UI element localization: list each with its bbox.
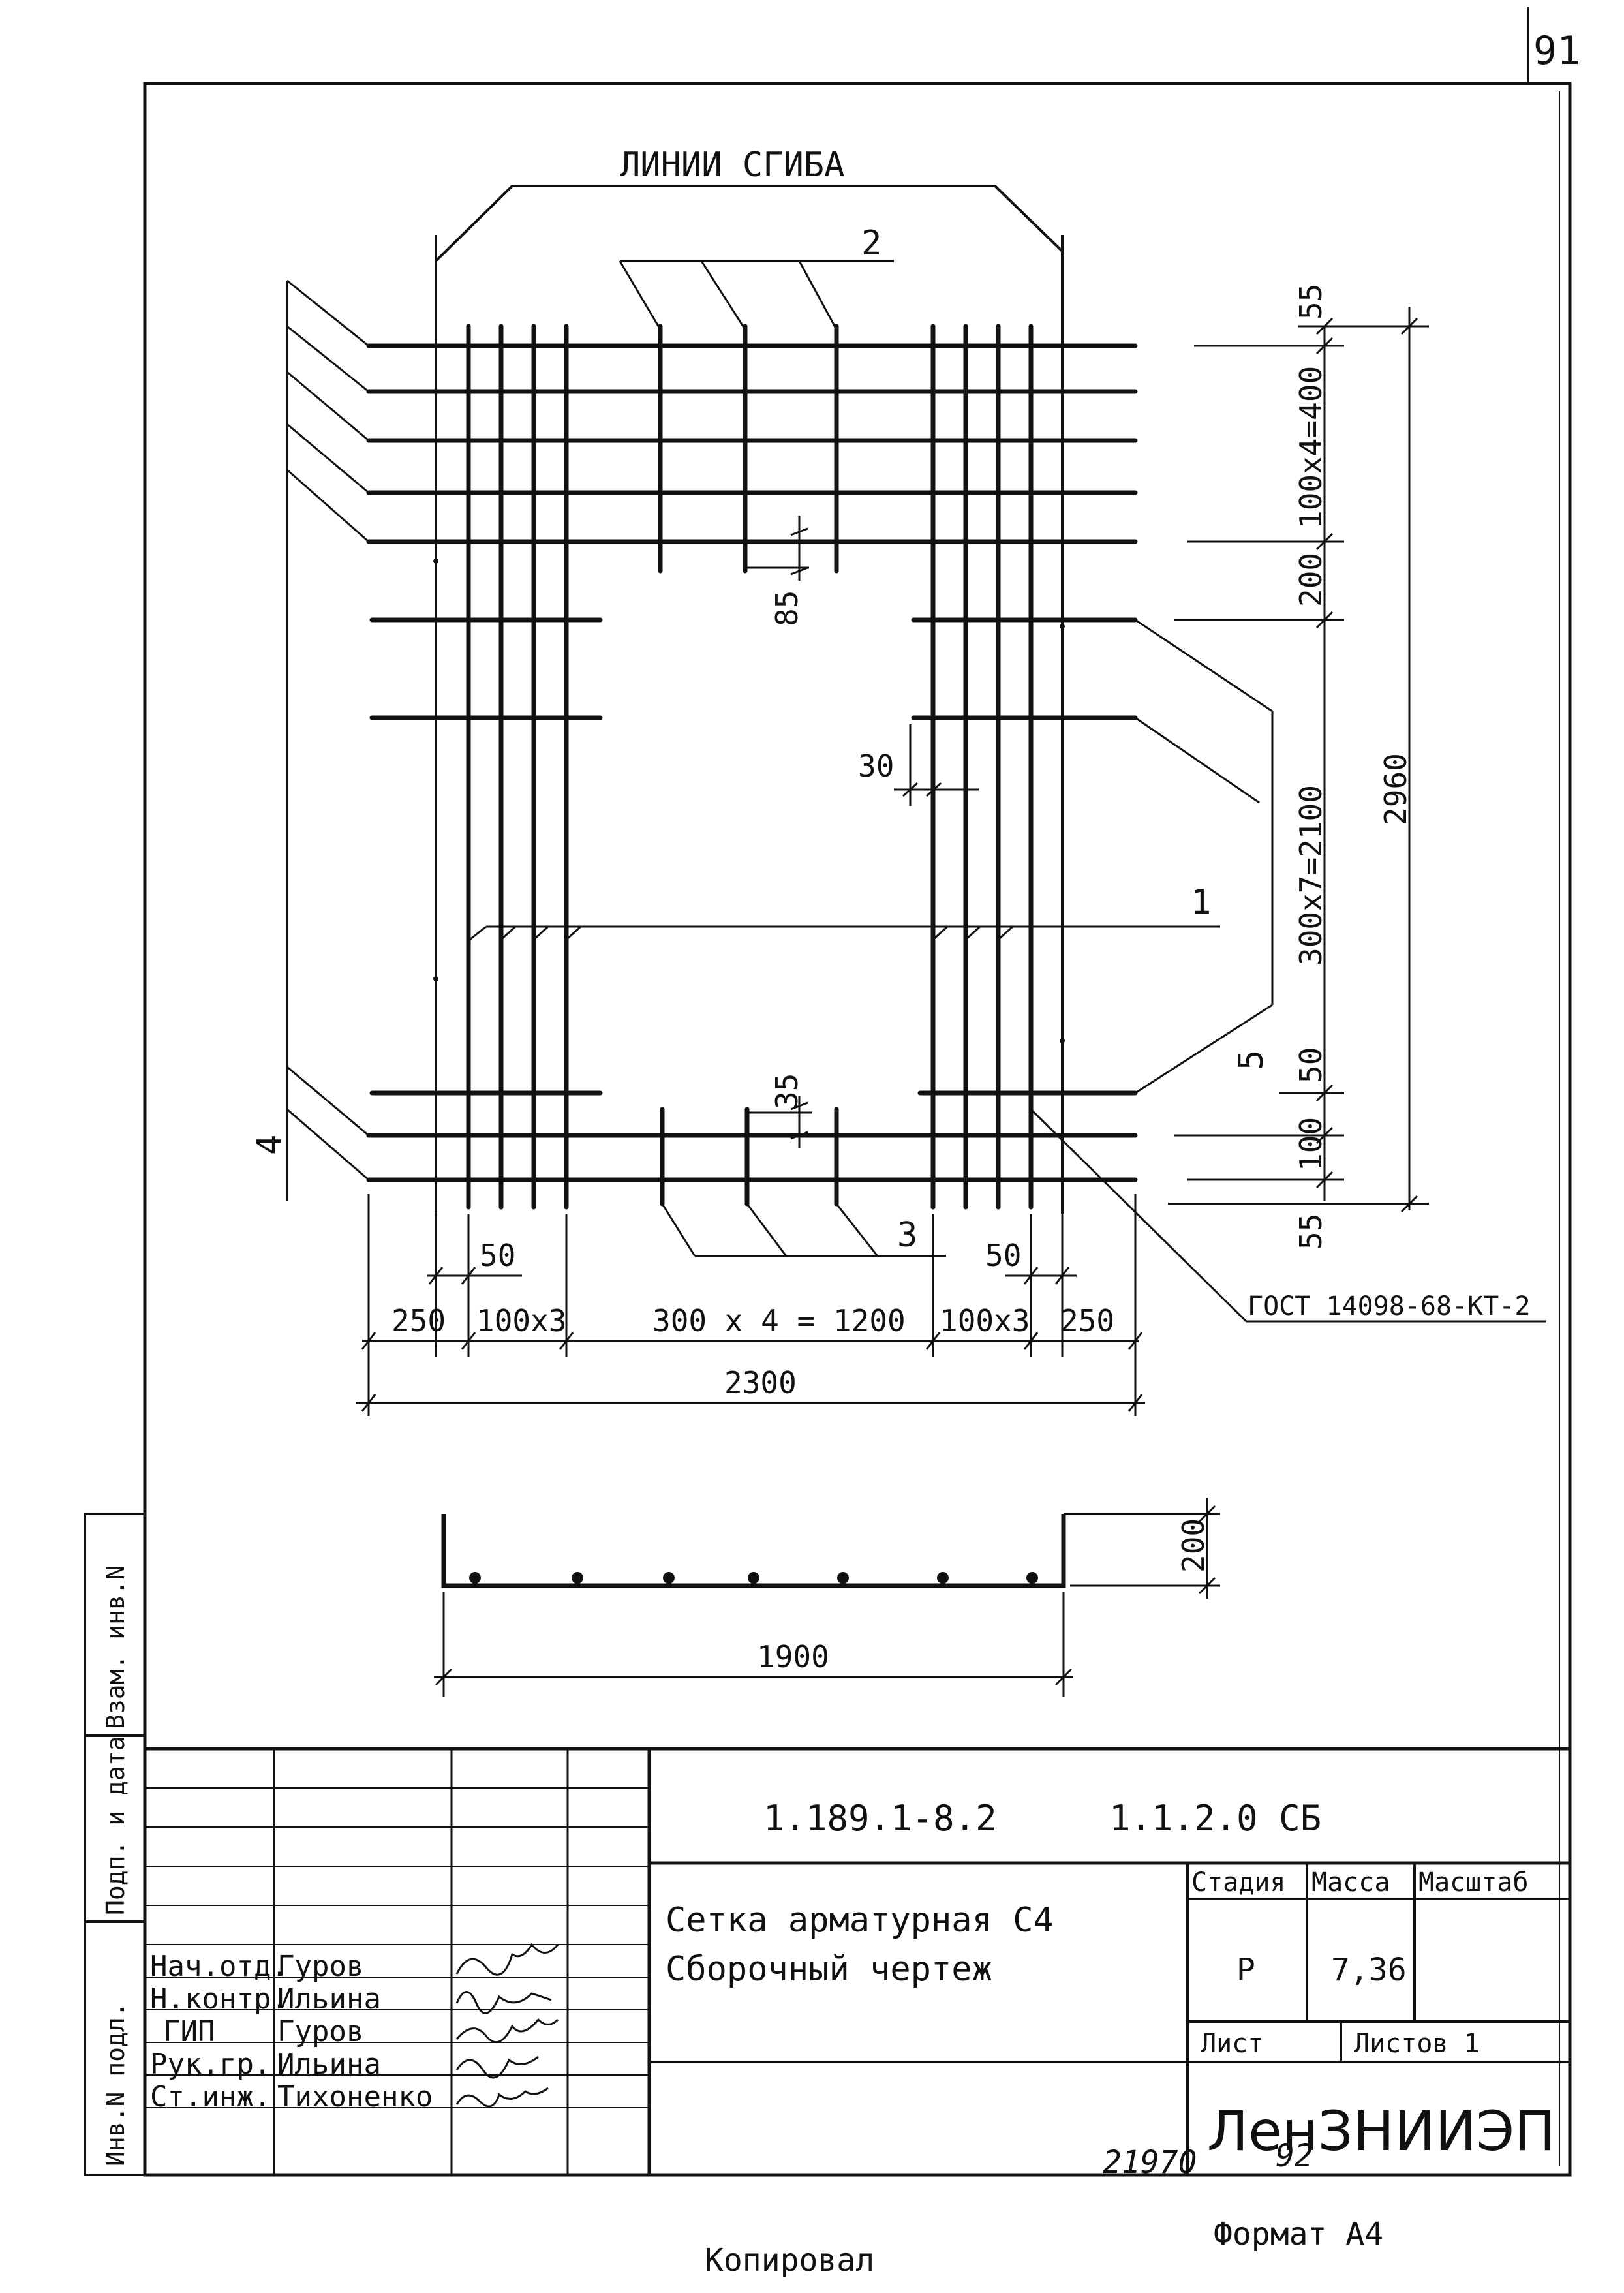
dim-200: 200 <box>1293 553 1328 607</box>
vertical-dim-chains <box>1168 307 1429 1213</box>
title-line-2: Сборочный чертеж <box>666 1950 992 1989</box>
dim-300x4: 300 x 4 = 1200 <box>652 1303 906 1338</box>
callout-pos-2: 2 <box>861 224 881 263</box>
dim-1900: 1900 <box>757 1639 829 1674</box>
gost-label: ГОСТ 14098-68-КТ-2 <box>1248 1291 1530 1321</box>
mass-value: 7,36 <box>1331 1952 1407 1988</box>
section-bars <box>469 1572 1038 1584</box>
mass-header: Масса <box>1311 1868 1390 1898</box>
horizontal-dim-chains <box>356 1194 1145 1416</box>
stamp-inv-podl: Инв.N подл. <box>101 2002 130 2166</box>
dim-100x3-right: 100x3 <box>940 1303 1030 1338</box>
handwritten-signatures <box>455 1943 559 2108</box>
axis-dots <box>433 559 1065 1043</box>
dim-100x4: 100x4=400 <box>1293 366 1328 529</box>
dim-250-left: 250 <box>391 1303 446 1338</box>
sheet-label: Лист <box>1201 2029 1263 2059</box>
stage-value: Р <box>1236 1952 1255 1988</box>
dim-300x7: 300x7=2100 <box>1293 785 1328 966</box>
bend-lines-label: ЛИНИИ СГИБА <box>620 146 844 185</box>
section-view <box>434 1498 1220 1697</box>
sig-role-5: Ст.инж. <box>150 2080 271 2114</box>
dim-85: 85 <box>769 591 804 626</box>
sheets-label: Листов 1 <box>1354 2029 1480 2059</box>
callout-pos-4: 4 <box>250 1135 289 1155</box>
stamp-podp-data: Подп. и дата <box>101 1736 130 1915</box>
archive-number: 21970 <box>1103 2144 1197 2181</box>
document-code: 1.189.1-8.2 <box>763 1798 997 1839</box>
dim-50-right: 50 <box>985 1238 1021 1273</box>
dim-100-vertical: 100 <box>1293 1117 1328 1171</box>
stamp-vzam-inv: Взам. инв.N <box>101 1565 130 1729</box>
dim-50-vertical: 50 <box>1293 1047 1328 1083</box>
dim-55-top: 55 <box>1293 284 1328 320</box>
dim-100x3-left: 100x3 <box>476 1303 566 1338</box>
dim-2960: 2960 <box>1378 753 1413 825</box>
leader-lines <box>286 260 1546 1323</box>
mesh-bars <box>366 324 1138 1210</box>
callout-pos-5: 5 <box>1232 1050 1271 1070</box>
sig-name-4: Ильина <box>277 2048 381 2081</box>
callout-pos-3: 3 <box>897 1216 917 1255</box>
dim-200-section: 200 <box>1176 1518 1211 1573</box>
stage-header: Стадия <box>1191 1868 1286 1898</box>
callout-pos-1: 1 <box>1191 883 1211 922</box>
side-stamp <box>84 1513 146 2176</box>
scale-header: Масштаб <box>1418 1868 1529 1898</box>
sig-name-1: Гуров <box>277 1950 363 1983</box>
title-block-grid <box>145 1747 1570 2175</box>
sig-name-2: Ильина <box>277 1982 381 2016</box>
dim-35: 35 <box>769 1073 804 1109</box>
bend-lines <box>435 185 1064 1214</box>
format-label: Формат А4 <box>1214 2216 1383 2253</box>
sheet-number: 91 <box>1533 28 1580 74</box>
sig-role-1: Нач.отд. <box>150 1950 288 1983</box>
document-mark: 1.1.2.0 СБ <box>1109 1798 1321 1839</box>
dim-250-right: 250 <box>1060 1303 1114 1338</box>
sig-role-4: Рук.гр. <box>150 2048 271 2081</box>
dim-55-bottom: 55 <box>1293 1214 1328 1250</box>
organization-logo: ЛенЗНИИЭП <box>1207 2099 1555 2163</box>
dim-30: 30 <box>858 748 894 784</box>
dim-2300: 2300 <box>724 1365 797 1400</box>
title-line-1: Сетка арматурная С4 <box>666 1901 1054 1940</box>
dim-50-left: 50 <box>480 1238 515 1273</box>
sig-name-3: Гуров <box>277 2015 363 2048</box>
sheet-frame <box>143 7 1572 2177</box>
local-dims <box>745 516 979 1148</box>
archive-sub: 92 <box>1276 2138 1313 2174</box>
sig-role-2: Н.контр. <box>150 1982 288 2016</box>
copied-label: Копировал <box>705 2242 874 2279</box>
sig-name-5: Тихоненко <box>277 2080 433 2114</box>
sig-role-3: ГИП <box>163 2015 215 2048</box>
